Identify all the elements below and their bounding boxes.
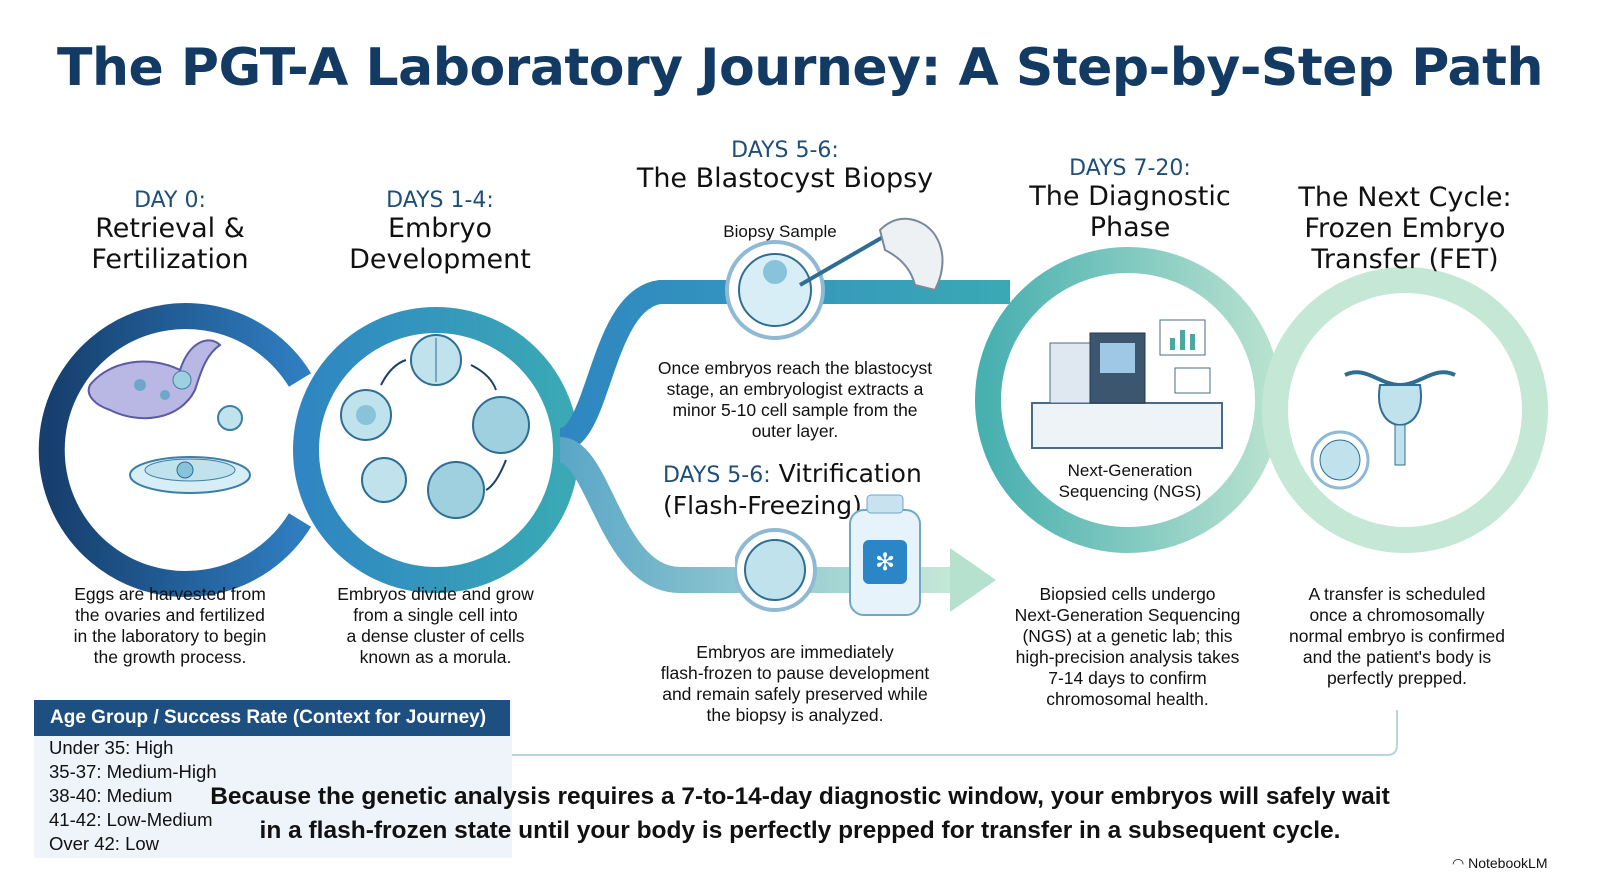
ribbon-loop-1: [38, 303, 312, 597]
stage-4-day: DAYS 5-6:: [663, 463, 771, 488]
stage-5-description: Biopsied cells undergo Next-Generation S…: [990, 584, 1265, 710]
footer-note: Because the genetic analysis requires a …: [170, 780, 1430, 848]
desc-line: a dense cluster of cells: [346, 626, 525, 646]
pipette-hand-icon: [725, 217, 944, 340]
stage-6-header: The Next Cycle: Frozen Embryo Transfer (…: [1285, 182, 1525, 275]
stage-1-description: Eggs are harvested from the ovaries and …: [45, 584, 295, 668]
stage-5-name-1: The Diagnostic: [1029, 181, 1231, 212]
stage-2-name-2: Development: [349, 244, 531, 275]
desc-line: A transfer is scheduled: [1308, 584, 1486, 604]
ngs-label: Next-Generation Sequencing (NGS): [1030, 460, 1230, 502]
desc-line: Embryos divide and grow: [337, 584, 534, 604]
ribbon-connector: [512, 710, 1398, 756]
stage-6-name-3: Transfer (FET): [1311, 244, 1499, 275]
stage-6-name-1: The Next Cycle:: [1298, 182, 1512, 213]
cell-division-icon: [340, 334, 530, 519]
desc-line: flash-frozen to pause development: [660, 663, 930, 683]
desc-line: perfectly prepped.: [1326, 668, 1468, 688]
stage-6-name-2: Frozen Embryo: [1304, 213, 1506, 244]
desc-line: the biopsy is analyzed.: [706, 705, 884, 725]
desc-line: known as a morula.: [359, 647, 512, 667]
stage-3-day: DAYS 5-6:: [731, 138, 839, 163]
stage-3-header: DAYS 5-6: The Blastocyst Biopsy: [630, 138, 940, 194]
desc-line: in the laboratory to begin: [73, 626, 267, 646]
cryo-tank-icon: ✻: [735, 494, 921, 616]
stage-1-name-1: Retrieval &: [95, 213, 245, 244]
desc-line: and the patient's body is: [1302, 647, 1492, 667]
desc-line: (NGS) at a genetic lab; this: [1022, 626, 1233, 646]
ribbon-loop-4: [1262, 267, 1548, 553]
desc-line: minor 5-10 cell sample from the: [672, 400, 918, 420]
brand-label: NotebookLM: [1468, 855, 1548, 871]
desc-line: Next-Generation Sequencing: [1014, 605, 1241, 625]
footer-line-1: Because the genetic analysis requires a …: [210, 783, 1390, 810]
table-row: 38-40: Medium: [49, 785, 173, 806]
stage-1-header: DAY 0: Retrieval & Fertilization: [60, 188, 280, 275]
desc-line: Biopsied cells undergo: [1039, 584, 1216, 604]
table-row: 41-42: Low-Medium: [49, 809, 213, 830]
stage-2-description: Embryos divide and grow from a single ce…: [318, 584, 553, 668]
notebooklm-brand: ◠ NotebookLM: [1452, 855, 1548, 872]
ovary-egg-icon: [87, 339, 251, 494]
ribbon-upper-branch: [557, 280, 1010, 452]
stage-6-description: A transfer is scheduled once a chromosom…: [1272, 584, 1522, 689]
table-row: 35-37: Medium-High: [49, 761, 217, 782]
table-row: Under 35: High: [49, 737, 174, 758]
stage-1-name-2: Fertilization: [91, 244, 249, 275]
desc-line: chromosomal health.: [1046, 689, 1209, 709]
stage-4-name-1: Vitrification: [778, 459, 922, 488]
desc-line: Embryos are immediately: [696, 642, 894, 662]
desc-line: normal embryo is confirmed: [1289, 626, 1505, 646]
desc-line: the growth process.: [93, 647, 247, 667]
stage-5-header: DAYS 7-20: The Diagnostic Phase: [1010, 156, 1250, 243]
desc-line: from a single cell into: [353, 605, 518, 625]
stage-4-name-2: (Flash-Freezing): [663, 491, 862, 520]
stage-3-description: Once embryos reach the blastocyst stage,…: [640, 358, 950, 442]
ngs-label-2: Sequencing (NGS): [1058, 482, 1202, 501]
svg-text:✻: ✻: [875, 548, 895, 576]
desc-line: the ovaries and fertilized: [75, 605, 265, 625]
desc-line: once a chromosomally: [1309, 605, 1485, 625]
ngs-label-1: Next-Generation: [1067, 461, 1193, 480]
success-rate-table-header: Age Group / Success Rate (Context for Jo…: [34, 700, 510, 736]
desc-line: Once embryos reach the blastocyst: [657, 358, 933, 378]
desc-line: stage, an embryologist extracts a: [666, 379, 924, 399]
stage-5-name-2: Phase: [1089, 212, 1171, 243]
stage-5-day: DAYS 7-20:: [1069, 156, 1191, 181]
stage-2-header: DAYS 1-4: Embryo Development: [325, 188, 555, 275]
stage-1-day: DAY 0:: [134, 188, 206, 213]
table-row: Over 42: Low: [49, 833, 160, 854]
desc-line: 7-14 days to confirm: [1048, 668, 1207, 688]
stage-3-name: The Blastocyst Biopsy: [636, 163, 934, 194]
stage-2-day: DAYS 1-4:: [386, 188, 494, 213]
footer-line-2: in a flash-frozen state until your body …: [259, 817, 1341, 844]
ribbon-lower-branch: [557, 437, 960, 593]
notebooklm-logo-icon: ◠: [1452, 855, 1465, 871]
stage-4-header: DAYS 5-6: Vitrification (Flash-Freezing): [663, 459, 963, 521]
desc-line: high-precision analysis takes: [1015, 647, 1240, 667]
uterus-icon: [1310, 370, 1456, 490]
ngs-lab-icon: [1031, 319, 1223, 449]
stage-4-description: Embryos are immediately flash-frozen to …: [640, 642, 950, 726]
page-title: The PGT-A Laboratory Journey: A Step-by-…: [57, 38, 1543, 98]
biopsy-sample-label: Biopsy Sample: [723, 222, 837, 241]
desc-line: and remain safely preserved while: [662, 684, 928, 704]
stage-2-name-1: Embryo: [387, 213, 493, 244]
ribbon-arrowhead: [950, 548, 996, 612]
desc-line: outer layer.: [751, 421, 839, 441]
desc-line: Eggs are harvested from: [74, 584, 266, 604]
